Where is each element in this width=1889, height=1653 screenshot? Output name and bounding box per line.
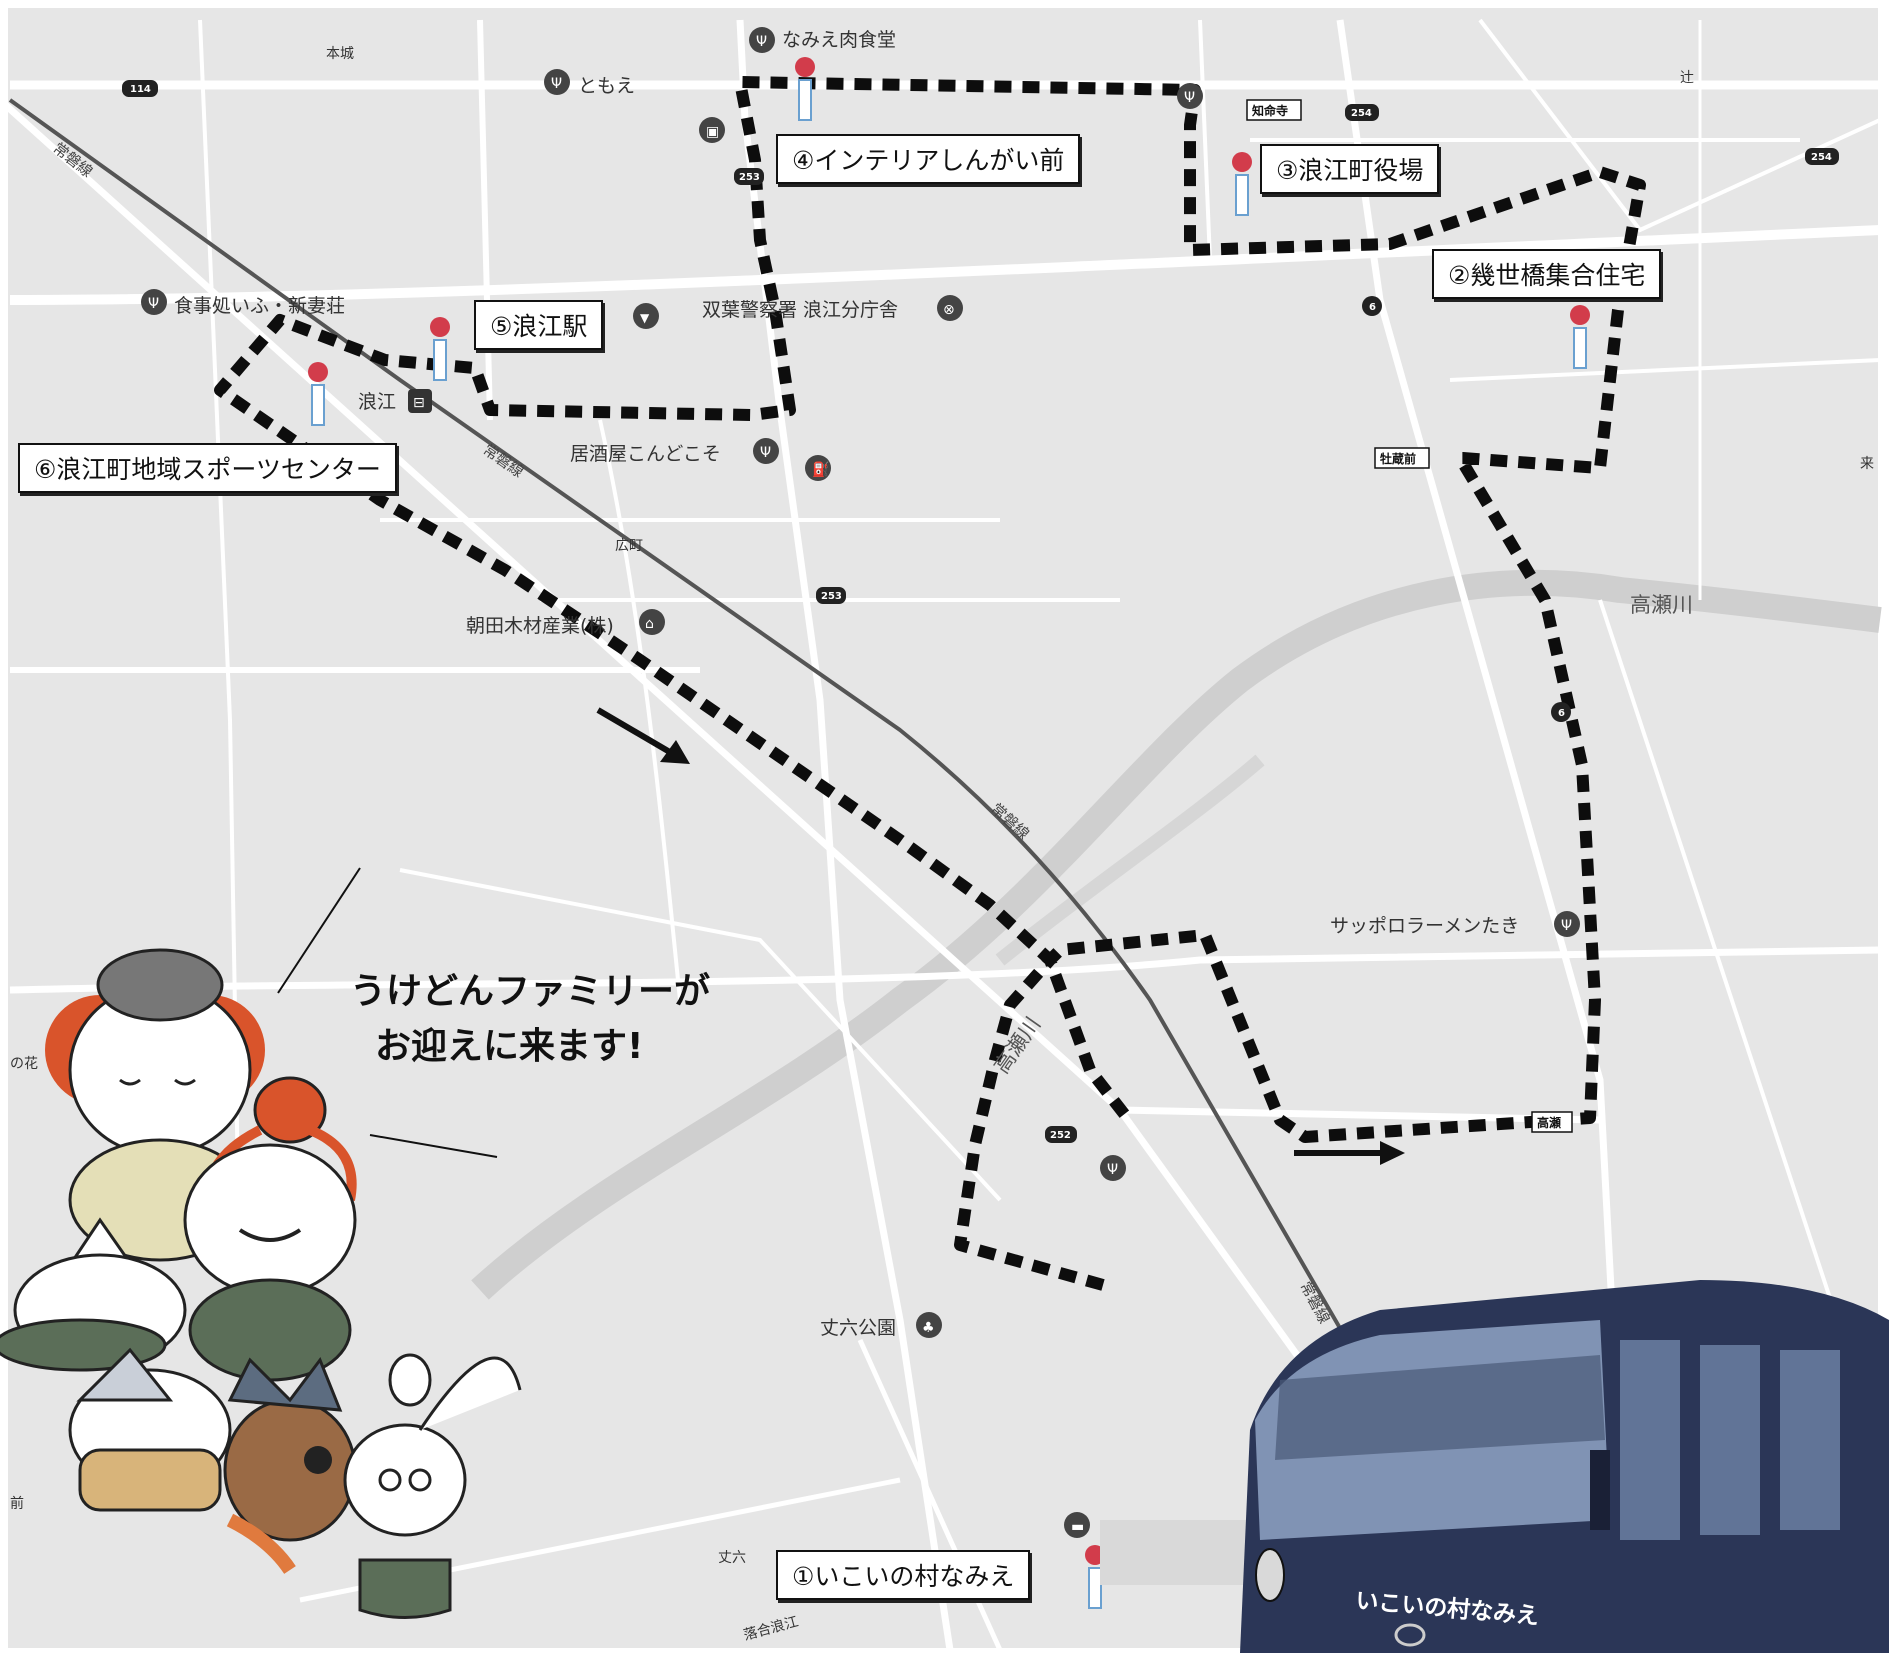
svg-text:Ψ: Ψ xyxy=(1561,918,1572,934)
svg-text:▬: ▬ xyxy=(1071,1519,1084,1535)
stop-label-5[interactable]: ⑤浪江駅 xyxy=(474,300,604,350)
route-shield: 6 xyxy=(1551,702,1571,722)
svg-text:▼: ▼ xyxy=(640,311,650,325)
poi-park: 丈六公園 xyxy=(820,1317,896,1339)
restaurant-icon: Ψ xyxy=(753,438,779,464)
svg-text:知命寺: 知命寺 xyxy=(1251,103,1288,118)
bus-stop-icon xyxy=(430,317,450,381)
svg-text:Ψ: Ψ xyxy=(756,34,767,50)
bus-photo: いこいの村なみえ xyxy=(1240,1280,1889,1653)
svg-text:253: 253 xyxy=(739,172,760,183)
route-shield: 252 xyxy=(1045,1126,1077,1143)
bus-stop-icon xyxy=(1232,152,1252,216)
poi-police: 双葉警察署 浪江分庁舎 xyxy=(702,299,898,321)
river-takase xyxy=(471,569,1882,1300)
restaurant-icon: Ψ xyxy=(749,27,775,53)
poi-asada: 朝田木材産業(株) xyxy=(466,615,614,637)
stop-label-3[interactable]: ③浪江町役場 xyxy=(1260,144,1440,194)
place-hiromachi: 広町 xyxy=(615,538,643,554)
bus-stop-pins xyxy=(308,57,1590,1609)
svg-text:♣: ♣ xyxy=(922,1320,935,1336)
place-mae: 前 xyxy=(10,1495,24,1512)
svg-text:⊟: ⊟ xyxy=(413,395,425,411)
train-station-icon: ⊟ xyxy=(408,389,432,413)
restaurant-icon: Ψ xyxy=(544,69,570,95)
place-hana: の花 xyxy=(10,1056,38,1072)
poi-namie-station: 浪江 xyxy=(358,391,396,413)
stop-label-6[interactable]: ⑥浪江町地域スポーツセンター xyxy=(18,443,397,493)
svg-text:Ψ: Ψ xyxy=(1107,1162,1118,1178)
shopping-icon: ⌂ xyxy=(639,609,665,635)
intersection-tag: 牡蔵前 xyxy=(1374,447,1430,469)
place-ku: 来 xyxy=(1860,456,1874,472)
svg-text:▣: ▣ xyxy=(706,124,719,140)
route-shield: 254 xyxy=(1345,104,1379,121)
svg-text:牡蔵前: 牡蔵前 xyxy=(1380,451,1416,466)
svg-text:252: 252 xyxy=(1050,1130,1071,1141)
intersection-tag: 高瀬 xyxy=(1531,1111,1573,1133)
tagline: うけどんファミリーが お迎えに来ます! xyxy=(277,867,710,1158)
park-icon: ♣ xyxy=(916,1312,942,1338)
tagline-line-2: お迎えに来ます! xyxy=(375,1026,643,1067)
hotel-icon: ▬ xyxy=(1064,1512,1090,1538)
tagline-line-1: うけどんファミリーが xyxy=(350,971,710,1012)
stop-label-2[interactable]: ②幾世橋集合住宅 xyxy=(1432,249,1662,299)
poi-izakaya: 居酒屋こんどこそ xyxy=(570,443,721,465)
svg-text:254: 254 xyxy=(1811,152,1832,163)
intersection-tag: 知命寺 xyxy=(1246,99,1302,121)
restaurant-icon: Ψ xyxy=(1177,83,1203,109)
stop-label-1[interactable]: ①いこいの村なみえ xyxy=(776,1550,1031,1600)
restaurant-icon: Ψ xyxy=(1554,911,1580,937)
bus-stop-icon xyxy=(795,57,815,121)
shopping-icon: ▼ xyxy=(633,303,659,329)
ukedon-family-mascots xyxy=(0,948,522,1619)
svg-text:Ψ: Ψ xyxy=(1184,90,1195,106)
direction-arrow-2 xyxy=(1294,1141,1405,1165)
svg-text:Ψ: Ψ xyxy=(760,445,771,461)
svg-text:Ψ: Ψ xyxy=(148,296,159,312)
bus-route xyxy=(214,76,1646,1291)
hotel-icon: ▣ xyxy=(699,117,725,143)
railway-joban-line xyxy=(8,98,1372,1382)
poi-tomoe: ともえ xyxy=(578,75,635,97)
svg-text:253: 253 xyxy=(821,591,842,602)
restaurant-icon: Ψ xyxy=(141,289,167,315)
route-shield: 253 xyxy=(734,168,764,185)
svg-text:6: 6 xyxy=(1369,302,1376,313)
place-joroku: 丈六 xyxy=(718,1550,746,1566)
poi-restaurant: 食事処いふ・新妻荘 xyxy=(174,295,345,317)
direction-arrow-1 xyxy=(596,707,690,764)
place-honjo: 本城 xyxy=(326,46,354,62)
bus-stop-icon xyxy=(1570,305,1590,369)
fuel-icon: ⛽ xyxy=(805,455,831,481)
svg-text:⌂: ⌂ xyxy=(645,616,654,632)
place-tsuji: 辻 xyxy=(1680,70,1694,86)
stop-label-4[interactable]: ④インテリアしんがい前 xyxy=(776,134,1081,184)
poi-namie-meat: なみえ肉食堂 xyxy=(782,29,896,51)
restaurant-icon: Ψ xyxy=(1100,1155,1126,1181)
route-shield: 114 xyxy=(122,80,158,97)
svg-text:⊗: ⊗ xyxy=(943,302,955,318)
bus-stop-icon xyxy=(308,362,328,426)
svg-text:254: 254 xyxy=(1351,108,1372,119)
svg-text:高瀬: 高瀬 xyxy=(1537,1115,1561,1130)
route-shield: 254 xyxy=(1805,148,1839,165)
river-label: 高瀬川 xyxy=(1630,593,1693,617)
route-shield: 253 xyxy=(816,587,846,604)
svg-text:114: 114 xyxy=(130,84,151,95)
route-shield: 6 xyxy=(1362,296,1382,316)
svg-text:Ψ: Ψ xyxy=(551,76,562,92)
police-icon: ⊗ xyxy=(937,295,963,321)
svg-text:6: 6 xyxy=(1558,708,1565,719)
svg-text:⛽: ⛽ xyxy=(812,461,829,478)
poi-sapporo: サッポロラーメンたき xyxy=(1330,915,1519,937)
